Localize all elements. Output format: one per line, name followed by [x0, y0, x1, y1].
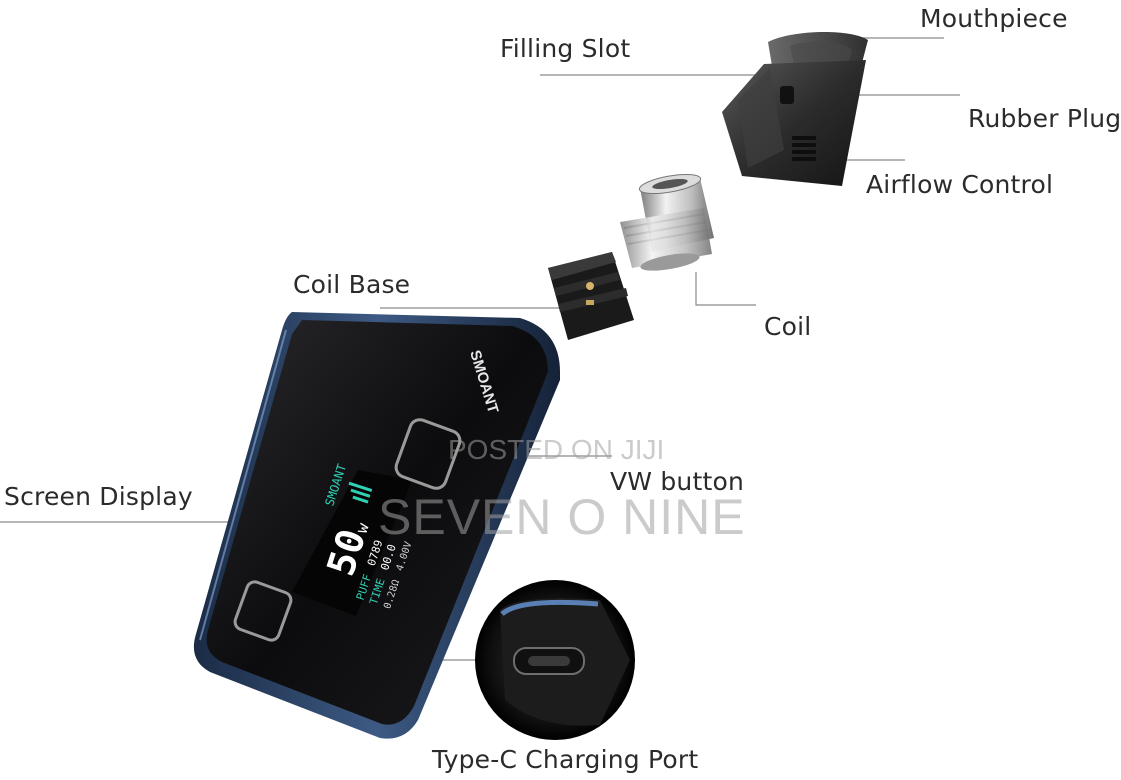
label-screen-display: Screen Display — [4, 482, 193, 511]
device-body — [193, 312, 560, 739]
coil-part — [620, 173, 714, 271]
label-coil: Coil — [764, 312, 812, 341]
watermark-line-1: POSTED ON JIJI — [448, 434, 665, 465]
screen-bars — [348, 481, 373, 504]
label-coil-base: Coil Base — [293, 270, 411, 299]
pod-cartridge — [722, 31, 868, 186]
label-airflow-control: Airflow Control — [866, 170, 1054, 199]
label-mouthpiece: Mouthpiece — [920, 4, 1068, 33]
label-rubber-plug: Rubber Plug — [968, 104, 1121, 133]
leader-coil — [695, 272, 756, 306]
type-c-zoom-circle — [475, 580, 635, 740]
coil-base-part — [548, 252, 634, 340]
label-type-c-port: Type-C Charging Port — [432, 745, 699, 774]
watermark-line-2: SEVEN O NINE — [378, 489, 746, 545]
label-filling-slot: Filling Slot — [500, 34, 631, 63]
label-vw-button: VW button — [610, 467, 745, 496]
